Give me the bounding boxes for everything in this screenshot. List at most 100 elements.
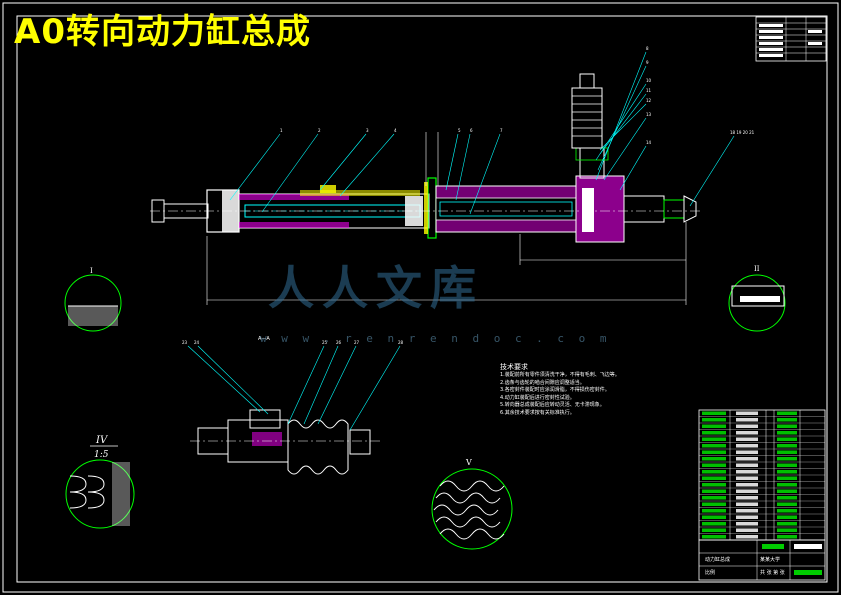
section-label: A—A [258, 336, 270, 342]
parts-list-code-cell [702, 431, 726, 435]
parts-list-code-cell [702, 437, 726, 441]
part-number: 24 [194, 340, 200, 345]
detail-I: I [64, 267, 122, 332]
part-number: 4 [394, 128, 397, 133]
tech-requirement-item: 5.转向器总成装配后应转动灵活、无卡滞现象。 [500, 402, 605, 408]
parts-list-name-cell [736, 418, 758, 422]
parts-list-code-cell [702, 515, 726, 519]
detail-label: V [465, 458, 472, 467]
part-number: 27 [354, 340, 360, 345]
tech-requirement-item: 1.装配前所有零件须清洗干净，不得有毛刺、飞边等。 [500, 372, 620, 378]
part-number: 1 [280, 128, 283, 133]
parts-list-material-cell [777, 450, 797, 454]
parts-list-material-cell [777, 457, 797, 461]
parts-list-name-cell [736, 496, 758, 500]
tech-requirement-item: 2.齿条与齿轮的啮合间隙应调整适当。 [500, 379, 585, 386]
parts-list-name-cell [736, 535, 758, 539]
title-block [698, 539, 826, 581]
parts-list-name-cell [736, 444, 758, 448]
parts-list-code-cell [702, 418, 726, 422]
parts-list-material-cell [777, 509, 797, 513]
parts-list-name-cell [736, 483, 758, 487]
tech-requirement-item: 3.各密封件装配时应涂润滑脂，不得损伤密封件。 [500, 387, 610, 393]
tech-requirements-title: 技术要求 [500, 363, 528, 371]
parts-list-code-cell [702, 483, 726, 487]
parts-list-name-cell [736, 502, 758, 506]
detail-IV: IV 1:5 [65, 435, 135, 529]
parts-list-material-cell [777, 535, 797, 539]
parts-list-material-cell [777, 437, 797, 441]
parts-list-material-cell [777, 502, 797, 506]
parts-list-material-cell [777, 496, 797, 500]
parts-list-name-cell [736, 431, 758, 435]
parts-list-name-cell [736, 411, 758, 415]
parts-list-name-cell [736, 470, 758, 474]
parts-list-material-cell [777, 424, 797, 428]
parts-list-name-cell [736, 437, 758, 441]
detail-label: I [90, 267, 93, 275]
parts-list-material-cell [777, 515, 797, 519]
parts-list-name-cell [736, 509, 758, 513]
parts-list-code-cell [702, 528, 726, 532]
watermark-logo-text: 人人文库 [268, 261, 484, 315]
parts-list-name-cell [736, 457, 758, 461]
parts-list-code-cell [702, 496, 726, 500]
part-number: 25 [322, 340, 328, 345]
parts-list-name-cell [736, 476, 758, 480]
part-number: 10 [646, 78, 652, 83]
parts-list-name-cell [736, 463, 758, 467]
part-number: 2 [318, 128, 321, 133]
tech-requirement-item: 6.其余技术要求按有关标准执行。 [500, 409, 575, 416]
part-number: 28 [398, 340, 404, 345]
parts-list-code-cell [702, 470, 726, 474]
detail-label: II [754, 265, 760, 273]
parts-list-material-cell [777, 411, 797, 415]
watermark-url: w w w . r e n r e n d o c . c o m [260, 332, 611, 345]
part-number: 9 [646, 60, 649, 65]
title-block-drawing-name: 动力缸总成 [705, 557, 731, 563]
parts-list-code-cell [702, 424, 726, 428]
parts-list-material-cell [777, 431, 797, 435]
title-block-sheet: 共 张 第 张 [760, 570, 785, 576]
part-number: 8 [646, 46, 649, 51]
leader-lines [229, 51, 735, 215]
parts-list-code-cell [702, 476, 726, 480]
detail-label: IV [95, 435, 109, 446]
detail-II: II [728, 265, 786, 332]
parts-list-name-cell [736, 515, 758, 519]
parts-list-name-cell [736, 489, 758, 493]
parts-list-material-cell [777, 476, 797, 480]
dimension-lines [206, 132, 687, 305]
detail-scale: 1:5 [94, 450, 109, 460]
part-number: 12 [646, 98, 652, 103]
part-number: 14 [646, 140, 652, 145]
parts-list-code-cell [702, 489, 726, 493]
parts-list-name-cell [736, 424, 758, 428]
parts-list-material-cell [777, 463, 797, 467]
title-block-scale: 比例 [705, 570, 716, 576]
part-number: 7 [500, 128, 503, 133]
parts-list-name-cell [736, 450, 758, 454]
parts-list-rows [699, 411, 825, 539]
section-assembly: A—A 23 24 25 26 27 28 [182, 336, 404, 475]
parts-list-material-cell [777, 418, 797, 422]
part-number: 26 [336, 340, 342, 345]
title-block-company: 某某大学 [760, 557, 781, 563]
inner-frame [16, 15, 828, 583]
parts-list-code-cell [702, 535, 726, 539]
part-number: 13 [646, 112, 652, 117]
part-numbers: 1 2 3 4 5 6 7 8 9 10 11 12 13 14 18 19 2… [280, 46, 755, 145]
tech-requirements-list: 1.装配前所有零件须清洗干净，不得有毛刺、飞边等。 2.齿条与齿轮的啮合间隙应调… [500, 372, 620, 417]
parts-list-code-cell [702, 444, 726, 448]
parts-list-material-cell [777, 470, 797, 474]
parts-list-code-cell [702, 502, 726, 506]
part-number: 6 [470, 128, 473, 133]
part-number: 11 [646, 88, 652, 93]
parts-list-material-cell [777, 522, 797, 526]
revision-table [755, 16, 827, 62]
part-number: 3 [366, 128, 369, 133]
parts-list-name-cell [736, 528, 758, 532]
parts-list-name-cell [736, 522, 758, 526]
parts-list-code-cell [702, 463, 726, 467]
